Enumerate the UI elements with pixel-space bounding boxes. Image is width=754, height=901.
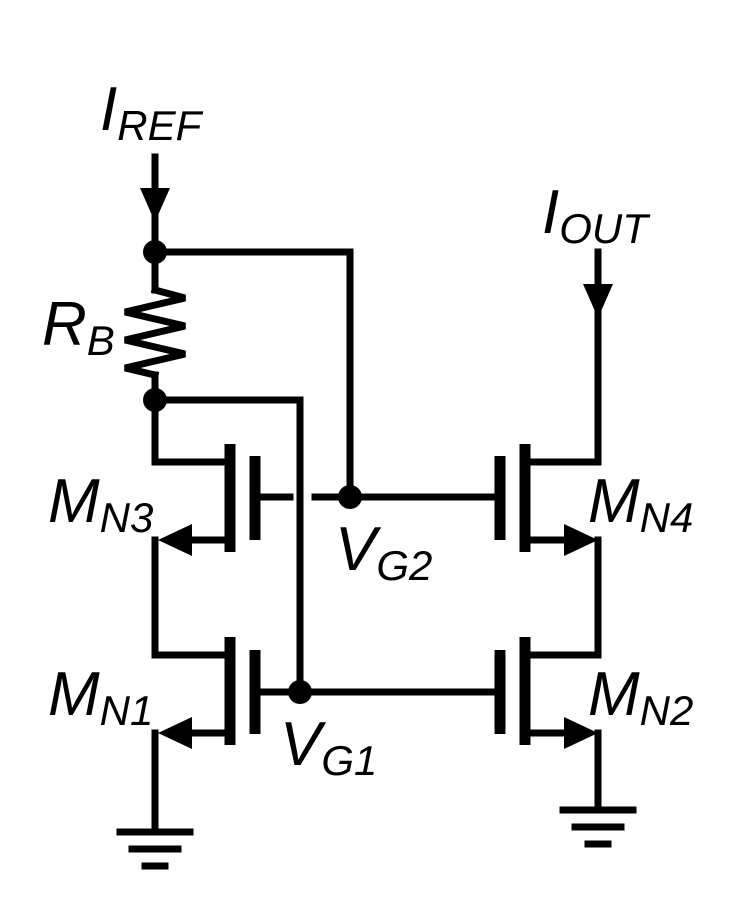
junction-dot-top bbox=[143, 240, 167, 264]
iref-arrow bbox=[140, 153, 170, 256]
label-iout: IOUT bbox=[542, 178, 651, 252]
transistor-mn3 bbox=[158, 444, 294, 556]
wire-rb-to-vg1 bbox=[151, 396, 304, 696]
transistor-mn1 bbox=[158, 637, 304, 749]
junction-dot-rb bbox=[143, 388, 167, 412]
label-vg2: VG2 bbox=[335, 515, 432, 589]
junction-dot-vg1 bbox=[288, 680, 312, 704]
label-vg1: VG1 bbox=[280, 710, 377, 784]
iout-arrow bbox=[521, 248, 613, 466]
wire-mn4-to-mn2 bbox=[521, 536, 602, 659]
wire-mn3-to-mn1 bbox=[151, 536, 234, 659]
ground-left-icon bbox=[116, 828, 194, 870]
ground-right-icon bbox=[559, 806, 637, 848]
resistor-rb bbox=[124, 248, 186, 404]
wire-top-to-vg2 bbox=[151, 248, 354, 501]
transistor-mn2 bbox=[494, 637, 598, 749]
junction-dot-vg2 bbox=[338, 485, 362, 509]
mn3-drain-wire bbox=[151, 396, 234, 466]
label-rb: RB bbox=[42, 290, 115, 364]
label-mn2: MN2 bbox=[588, 660, 693, 734]
transistor-mn4 bbox=[494, 444, 598, 556]
label-iref: IREF bbox=[100, 75, 204, 149]
label-mn3: MN3 bbox=[48, 467, 153, 541]
label-mn4: MN4 bbox=[588, 467, 693, 541]
label-mn1: MN1 bbox=[48, 660, 153, 734]
